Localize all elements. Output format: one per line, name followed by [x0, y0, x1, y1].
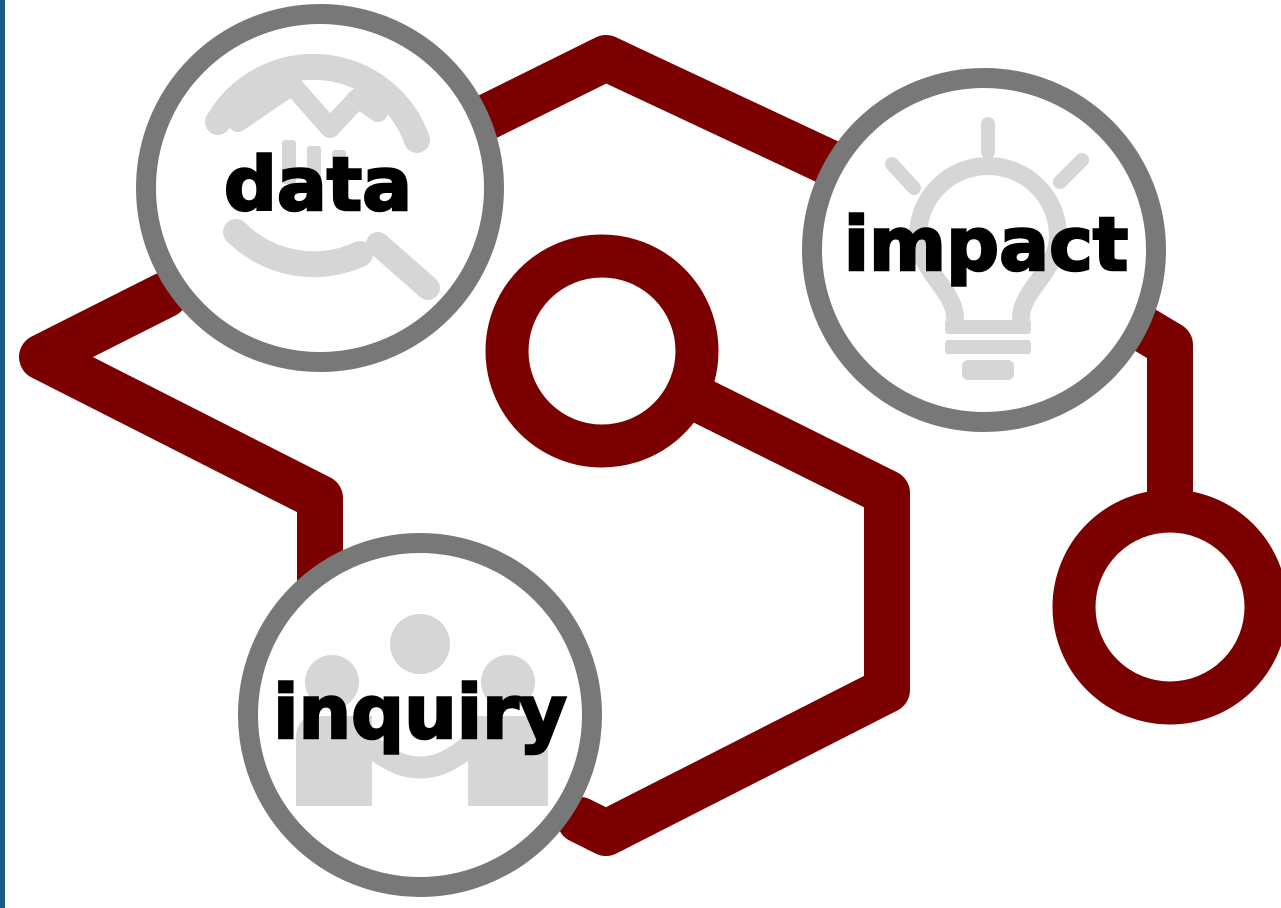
data-label: data — [224, 142, 412, 228]
left-edge-bar — [0, 0, 5, 908]
inquiry-node: inquiry — [238, 533, 602, 897]
connector-right-segment — [1122, 307, 1193, 523]
end-node-ring — [1052, 489, 1281, 725]
impact-node: impact — [802, 68, 1166, 432]
center-node-ring — [485, 234, 719, 468]
connector-top-segment — [462, 35, 853, 186]
connector-path — [19, 35, 1193, 856]
data-node: data — [136, 4, 504, 372]
connector-bottom-segment — [557, 377, 910, 856]
people-group-icon — [296, 614, 548, 806]
chart-magnifier-icon — [205, 53, 440, 300]
impact-label: impact — [844, 202, 1129, 288]
inquiry-label: inquiry — [273, 670, 567, 756]
lightbulb-icon — [885, 117, 1089, 380]
connector-left-segment — [19, 272, 343, 603]
